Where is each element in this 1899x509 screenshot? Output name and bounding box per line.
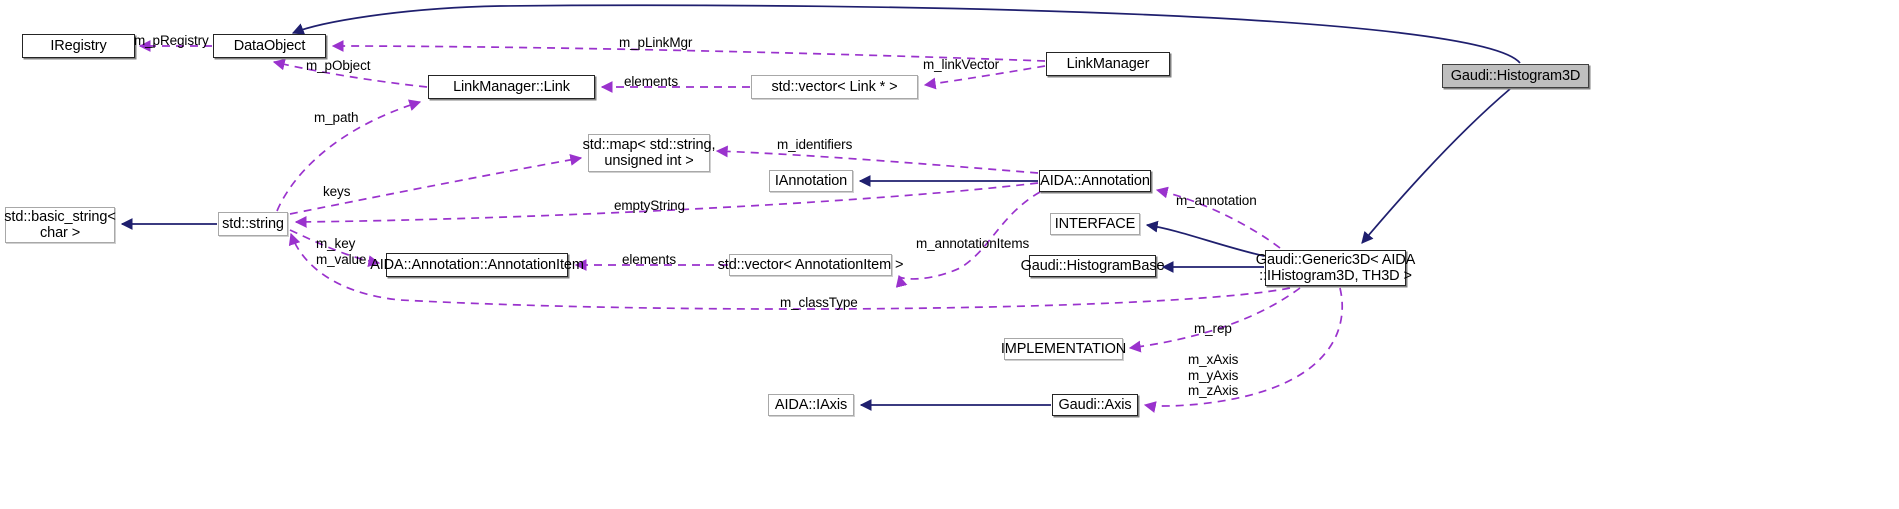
class-node-mapstringuint[interactable]: std::map< std::string, unsigned int >	[583, 134, 716, 172]
edge-label-m_axes: m_xAxis m_yAxis m_zAxis	[1188, 352, 1239, 399]
class-node-interface[interactable]: INTERFACE	[1050, 213, 1140, 235]
class-node-histogram3d[interactable]: Gaudi::Histogram3D	[1442, 64, 1589, 88]
edge-label-m_pObject: m_pObject	[306, 58, 371, 73]
edge-label-keys: keys	[323, 184, 351, 199]
edge-label-emptyString: emptyString	[614, 198, 685, 213]
edge-label-m_pRegistry: m_pRegistry	[134, 33, 209, 48]
usage-edges	[138, 40, 1344, 413]
class-node-aidaannotation[interactable]: AIDA::Annotation	[1039, 170, 1151, 192]
class-node-generic3d[interactable]: Gaudi::Generic3D< AIDA ::IHistogram3D, T…	[1255, 250, 1416, 286]
edge-label-m_identifiers: m_identifiers	[777, 137, 853, 152]
edge-label-m_pLinkMgr: m_pLinkMgr	[619, 35, 693, 50]
class-node-histogrambase[interactable]: Gaudi::HistogramBase	[1021, 255, 1165, 277]
edge-label-m_annotationItems: m_annotationItems	[916, 236, 1030, 251]
class-node-gaudiaxis[interactable]: Gaudi::Axis	[1052, 394, 1138, 416]
edge-label-m_rep: m_rep	[1194, 321, 1232, 336]
edge-label-m_classType: m_classType	[780, 295, 858, 310]
class-node-vectorlink[interactable]: std::vector< Link * >	[751, 75, 918, 99]
class-node-linkmanagerlink[interactable]: LinkManager::Link	[428, 75, 595, 99]
edge-label-m_path: m_path	[314, 110, 359, 125]
class-node-stdstring[interactable]: std::string	[218, 212, 288, 236]
class-node-vecannotation[interactable]: std::vector< AnnotationItem >	[718, 254, 903, 276]
edge-label-m_linkVector: m_linkVector	[923, 57, 1000, 72]
class-node-implementation[interactable]: IMPLEMENTATION	[1001, 338, 1126, 360]
edge-label-m_key_m_value: m_key m_value	[316, 236, 367, 267]
class-node-basicstring[interactable]: std::basic_string< char >	[4, 207, 116, 243]
class-node-aidaiaxis[interactable]: AIDA::IAxis	[768, 394, 854, 416]
class-node-annotationitem[interactable]: AIDA::Annotation::AnnotationItem	[370, 253, 584, 277]
edge-label-m_annotation: m_annotation	[1176, 193, 1257, 208]
class-node-iregistry[interactable]: IRegistry	[22, 34, 135, 58]
class-node-iannotation[interactable]: IAnnotation	[769, 170, 853, 192]
edge-label-elements-link: elements	[624, 74, 678, 89]
edge-label-elements-annot: elements	[622, 252, 676, 267]
class-node-dataobject[interactable]: DataObject	[213, 34, 326, 58]
class-node-linkmanager[interactable]: LinkManager	[1046, 52, 1170, 76]
